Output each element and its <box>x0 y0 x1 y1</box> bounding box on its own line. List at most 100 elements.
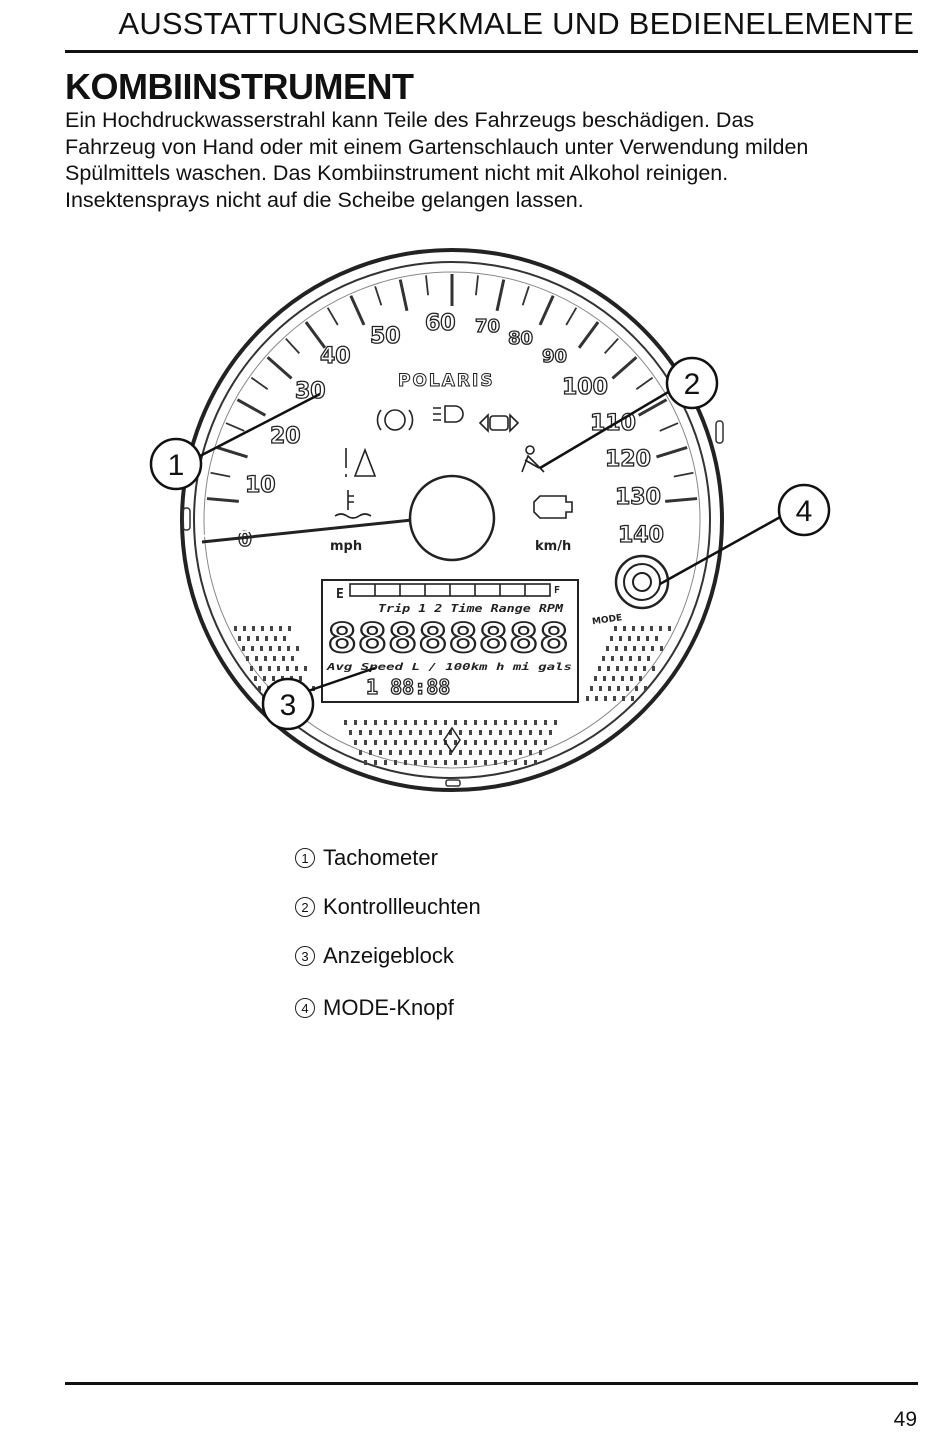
dial-dot <box>389 750 392 755</box>
dial-dot <box>255 656 258 661</box>
dial-dot <box>613 696 616 701</box>
dial-dot <box>630 676 633 681</box>
dial-dot <box>424 720 427 725</box>
coolant-temp-icon <box>334 490 372 519</box>
dial-dot <box>304 666 307 671</box>
dial-dot <box>434 720 437 725</box>
dial-dot <box>344 720 347 725</box>
dial-dot <box>651 646 654 651</box>
dial-dot <box>404 760 407 765</box>
lcd-fuel-empty: E <box>336 587 344 602</box>
dial-dot <box>439 730 442 735</box>
dial-dot <box>608 686 611 691</box>
dial-dot <box>622 696 625 701</box>
bezel-tab-bottom <box>445 779 461 787</box>
dial-dot <box>454 720 457 725</box>
dial-dot <box>534 740 537 745</box>
dial-dot <box>504 740 507 745</box>
callout-leader-4 <box>659 514 783 586</box>
dial-dot <box>374 760 377 765</box>
speed-tick <box>665 497 698 503</box>
dial-dot <box>646 636 649 641</box>
callout-1 <box>149 437 203 491</box>
dial-dot <box>444 760 447 765</box>
dial-dot <box>554 720 557 725</box>
legend-label: MODE-Knopf <box>323 995 454 1020</box>
dial-dot <box>251 646 254 651</box>
dial-dot <box>479 750 482 755</box>
dial-dot <box>534 720 537 725</box>
callout-4 <box>777 483 831 537</box>
dial-dot <box>474 720 477 725</box>
dial-dot <box>419 730 422 735</box>
dial-dot <box>288 626 291 631</box>
section-title: KOMBIINSTRUMENT <box>65 66 414 107</box>
dial-dot <box>659 626 662 631</box>
speed-tick <box>206 497 239 503</box>
speed-tick <box>210 471 231 478</box>
dial-dot <box>282 656 285 661</box>
speed-tick <box>495 279 506 312</box>
dial-dot <box>604 696 607 701</box>
dial-dot <box>610 636 613 641</box>
headlight-icon <box>433 405 464 423</box>
lcd-bottom-digits: 1 88:88 <box>366 675 450 699</box>
dial-dot <box>459 730 462 735</box>
dial-dot <box>489 730 492 735</box>
dial-dot <box>259 666 262 671</box>
speed-tick <box>604 338 619 354</box>
speed-label: 50 <box>370 324 401 349</box>
dial-dot <box>586 696 589 701</box>
dial-dot <box>389 730 392 735</box>
dial-dot <box>606 646 609 651</box>
dial-dot <box>620 656 623 661</box>
dial-dot <box>414 740 417 745</box>
dial-dot <box>409 750 412 755</box>
speed-label: 80 <box>508 328 533 349</box>
dial-dot <box>641 626 644 631</box>
dial-dot <box>474 760 477 765</box>
speed-tick <box>659 422 679 432</box>
dial-dot <box>384 720 387 725</box>
dial-dot <box>639 676 642 681</box>
dial-dot <box>272 676 275 681</box>
lcd-fuel-bar <box>349 583 551 597</box>
mode-knob <box>614 554 670 610</box>
mode-label: MODE <box>592 613 623 627</box>
dial-dot <box>647 656 650 661</box>
speed-tick <box>577 321 600 349</box>
speed-tick <box>304 321 327 349</box>
dial-dot <box>624 646 627 651</box>
dial-dot <box>277 666 280 671</box>
dial-dot <box>261 626 264 631</box>
dial-dot <box>619 636 622 641</box>
speed-tick <box>656 446 688 459</box>
dial-dot <box>369 730 372 735</box>
dial-dot <box>617 686 620 691</box>
dial-dot <box>404 720 407 725</box>
dial-dot <box>598 666 601 671</box>
page-number: 49 <box>893 1408 917 1431</box>
warning-triangle-icon <box>345 447 377 477</box>
legend-label: Kontrollleuchten <box>323 894 481 919</box>
legend-label: Tachometer <box>323 845 438 870</box>
dial-dot <box>668 626 671 631</box>
dial-dot <box>652 666 655 671</box>
dial-dot <box>544 740 547 745</box>
speed-label: 120 <box>605 447 651 472</box>
dial-dot <box>484 760 487 765</box>
speed-label: 10 <box>245 473 276 498</box>
speed-tick <box>266 356 293 380</box>
dial-dot <box>544 720 547 725</box>
callout-leader-2 <box>539 389 671 470</box>
dial-dot <box>279 626 282 631</box>
dial-dot <box>246 656 249 661</box>
awd-indicator-icon <box>478 413 520 433</box>
dial-dot <box>602 656 605 661</box>
dial-dot <box>660 646 663 651</box>
brake-warning-icon <box>376 409 414 431</box>
dial-dot <box>250 666 253 671</box>
dial-dot <box>621 676 624 681</box>
dial-dot <box>628 636 631 641</box>
